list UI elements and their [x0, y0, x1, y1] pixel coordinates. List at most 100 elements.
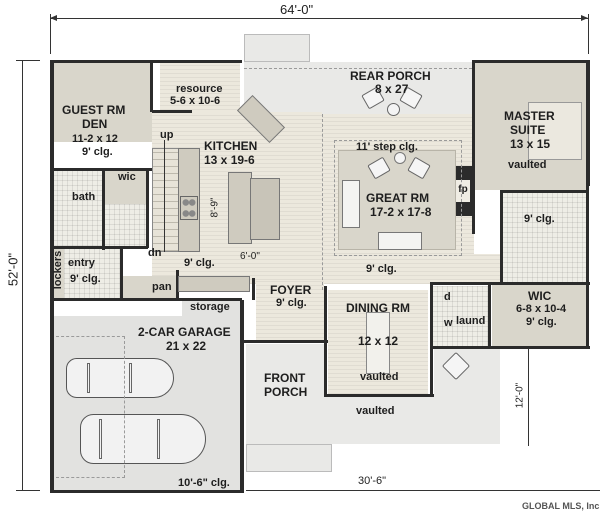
front-porch-vaulted — [326, 396, 434, 444]
garage-dash — [56, 336, 125, 478]
wall — [586, 186, 589, 348]
dim-tick — [16, 490, 40, 491]
guest-room-name: GUEST RM — [62, 103, 126, 117]
master-wic-ceiling: 9' clg. — [526, 316, 557, 328]
powder-room — [104, 204, 148, 248]
kitchen-island — [228, 172, 252, 244]
staircase — [152, 148, 180, 252]
wic-label: wic — [118, 171, 136, 183]
master-bath-ceiling: 9' clg. — [524, 213, 555, 225]
lockers-label: lockers — [52, 250, 64, 290]
front-porch-ceiling: vaulted — [356, 405, 395, 417]
stairs-down-label: dn — [148, 247, 162, 259]
kitchen-ceiling: 9' clg. — [184, 257, 215, 269]
entry — [64, 248, 122, 298]
pantry — [122, 276, 178, 298]
dining-ceiling: vaulted — [360, 371, 399, 383]
laundry — [432, 286, 488, 346]
dining-table-kitchen — [250, 178, 280, 240]
wall — [586, 60, 590, 186]
great-room-step-ceiling: 11' step clg. — [356, 141, 418, 153]
storage-label: storage — [190, 301, 230, 313]
front-porch-name: FRONT — [264, 371, 306, 385]
guest-room-name2: DEN — [82, 117, 108, 131]
washer-label: w — [444, 317, 453, 329]
rear-porch-size: 8 x 27 — [375, 82, 409, 96]
front-width-dim-line — [246, 490, 600, 491]
wall — [430, 282, 590, 285]
rear-porch — [244, 62, 472, 114]
overall-width-label: 64'-0" — [280, 2, 314, 17]
wall — [52, 246, 148, 249]
sofa-left — [342, 180, 360, 228]
master-suite-size: 13 x 15 — [510, 137, 551, 151]
wall — [146, 168, 149, 248]
dining-name: DINING RM — [346, 301, 410, 315]
great-room-size: 17-2 x 17-8 — [370, 205, 432, 219]
wall — [102, 168, 105, 250]
laundry-label: laund — [456, 315, 486, 327]
great-room-name: GREAT RM — [366, 191, 430, 205]
resource-size: 5-6 x 10-6 — [170, 95, 221, 107]
master-wic — [492, 284, 588, 346]
guest-room — [52, 62, 152, 142]
wall — [500, 190, 588, 193]
guest-room-ceiling: 9' clg. — [82, 146, 113, 158]
dim-tick — [16, 60, 40, 61]
porch-depth-label: 12'-0" — [514, 382, 526, 409]
stair-arrow-line — [164, 140, 165, 252]
wall — [50, 60, 242, 63]
dryer-label: d — [444, 291, 451, 303]
hall-dash — [322, 114, 323, 290]
dining-table — [366, 312, 390, 374]
wall — [472, 60, 589, 63]
bath — [52, 170, 104, 248]
rear-porch-name: REAR PORCH — [350, 69, 431, 83]
dining-size: 12 x 12 — [358, 334, 399, 348]
wall — [252, 278, 255, 300]
wall — [324, 394, 434, 397]
master-bed — [528, 102, 582, 160]
wall — [152, 110, 192, 113]
storage — [182, 298, 242, 320]
garage-ceiling: 10'-6" clg. — [178, 477, 230, 489]
entry-ceiling: 9' clg. — [70, 273, 101, 285]
island-width-dim: 6'-0" — [240, 251, 260, 262]
front-porch-side — [434, 346, 500, 444]
overall-depth-label: 52'-0" — [5, 252, 21, 287]
main-hall — [240, 254, 502, 284]
master-suite-name: MASTER — [504, 109, 555, 123]
front-steps — [246, 444, 332, 472]
bath-label: bath — [72, 191, 96, 203]
dim-arrow-right-icon — [581, 15, 588, 21]
overall-width-dim-line — [50, 18, 588, 19]
master-wic-name: WIC — [528, 289, 552, 303]
garage-name: 2-CAR GARAGE — [138, 325, 231, 339]
master-bath — [502, 192, 588, 282]
foyer-ceiling: 9' clg. — [276, 297, 307, 309]
side-table-icon — [394, 152, 406, 164]
porch-depth-dim-line — [528, 348, 529, 446]
dim-tick — [588, 14, 589, 54]
car-bottom — [80, 414, 206, 464]
resource-name: resource — [176, 83, 223, 95]
wall — [244, 340, 328, 343]
watermark: GLOBAL MLS, Inc. — [522, 501, 600, 511]
rear-porch-dash — [244, 68, 472, 69]
sofa-bottom — [378, 232, 422, 250]
resource-room — [160, 62, 240, 114]
wall — [500, 190, 503, 282]
foyer-name: FOYER — [270, 283, 312, 297]
foyer — [256, 280, 324, 342]
garage-size: 21 x 22 — [166, 339, 207, 353]
wall — [52, 298, 242, 301]
island-length-dim: 8'-9" — [209, 197, 221, 218]
fireplace-hearth — [456, 180, 470, 202]
master-wic-size: 6-8 x 10-4 — [516, 303, 567, 315]
wall — [50, 490, 244, 493]
dim-arrow-left-icon — [50, 15, 57, 21]
entry-label: entry — [68, 257, 95, 269]
wall — [240, 300, 244, 492]
wall — [430, 282, 433, 348]
wall — [472, 60, 475, 196]
